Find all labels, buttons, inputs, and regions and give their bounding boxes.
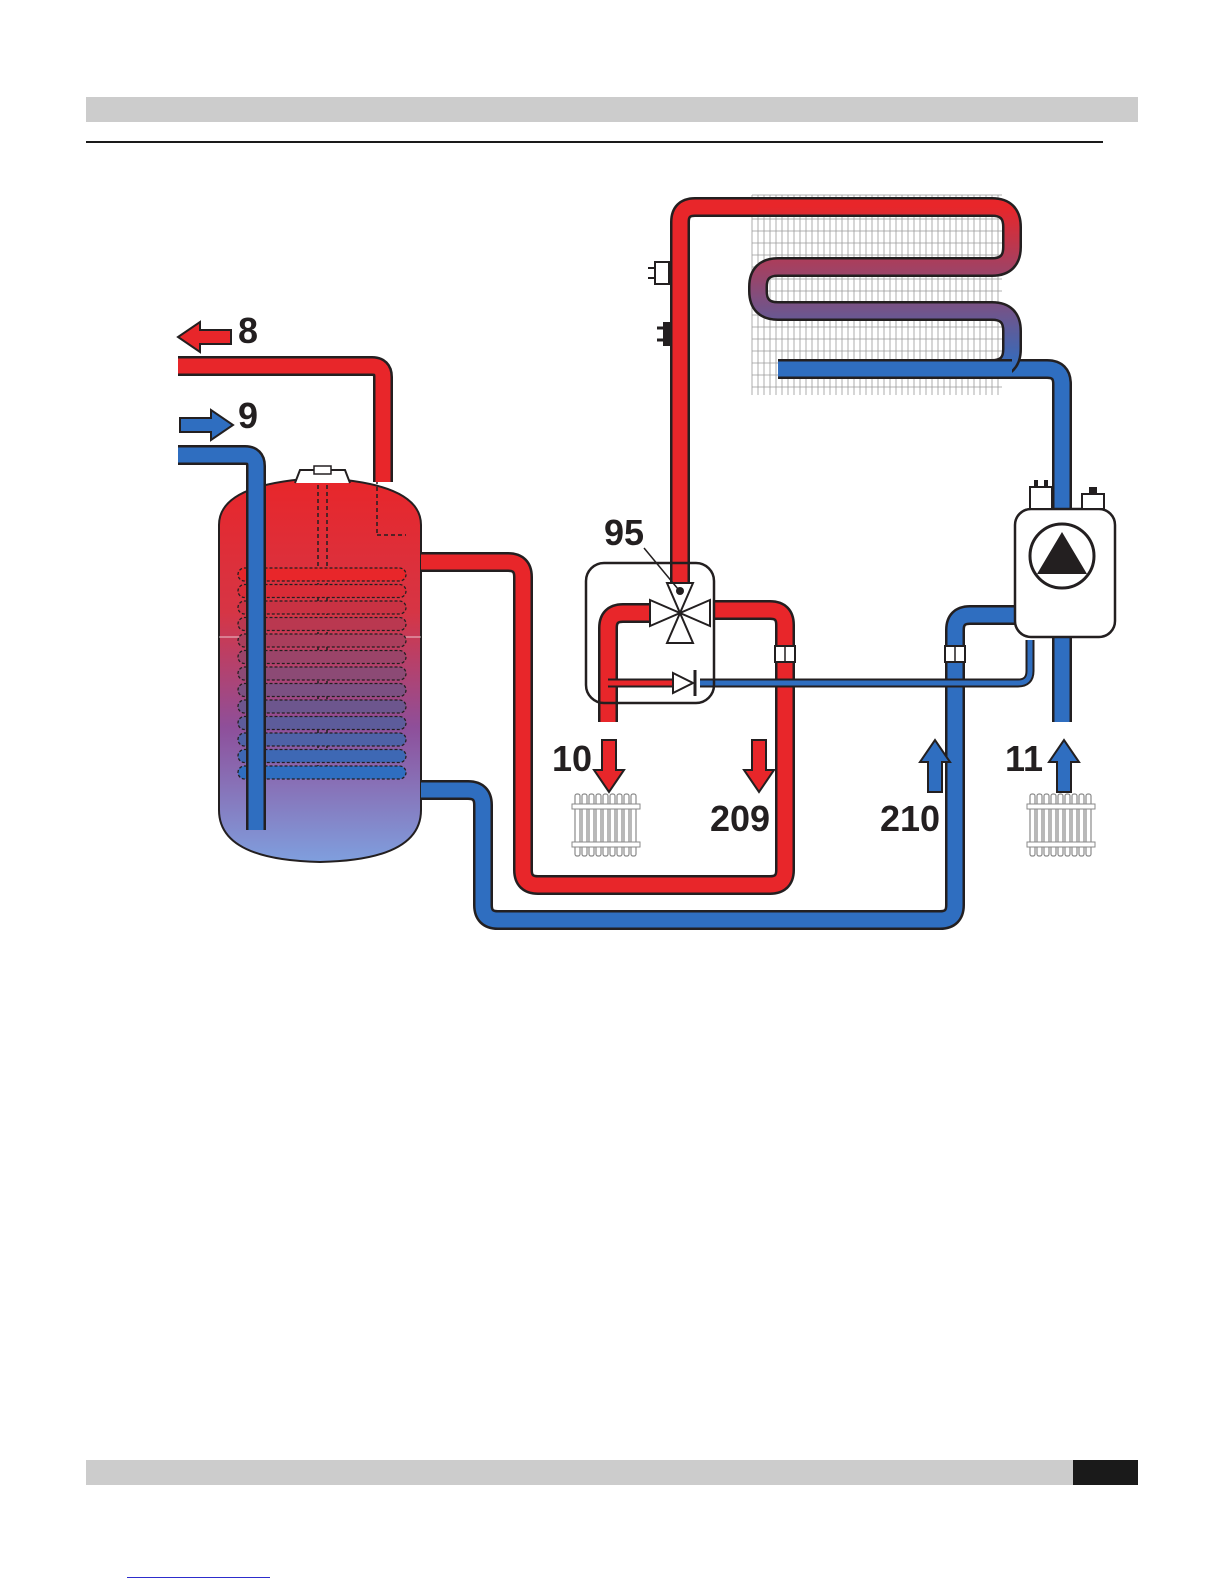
label-heating-return: 11 bbox=[1005, 738, 1043, 779]
label-tank-return: 210 bbox=[880, 798, 940, 839]
footer-bar bbox=[86, 1460, 1138, 1485]
heating-return-arrow bbox=[1049, 740, 1079, 792]
pump-icon bbox=[1030, 524, 1094, 588]
label-mixing-valve: 95 bbox=[604, 512, 644, 553]
pipe-coupling-icon bbox=[945, 646, 965, 662]
radiator-icon bbox=[1027, 794, 1095, 856]
pipe-coupling-icon bbox=[775, 646, 795, 662]
label-cold-water-in: 9 bbox=[238, 395, 258, 436]
label-heating-flow: 10 bbox=[552, 738, 592, 779]
heating-flow-arrow bbox=[594, 740, 624, 792]
tank-flow-arrow bbox=[744, 740, 774, 792]
hot-water-out-arrow bbox=[178, 322, 231, 352]
temperature-sensor-icon bbox=[648, 262, 669, 284]
label-tank-flow: 209 bbox=[710, 798, 770, 839]
cold-water-in-arrow bbox=[180, 410, 233, 440]
bottom-rule bbox=[127, 1577, 270, 1578]
label-hot-water-out: 8 bbox=[238, 310, 258, 351]
check-valve-icon bbox=[673, 670, 695, 696]
radiator-icon bbox=[572, 794, 640, 856]
three-way-valve-icon bbox=[650, 583, 710, 643]
pipe-clip-icon bbox=[657, 322, 671, 346]
page-number-box bbox=[1073, 1460, 1138, 1485]
